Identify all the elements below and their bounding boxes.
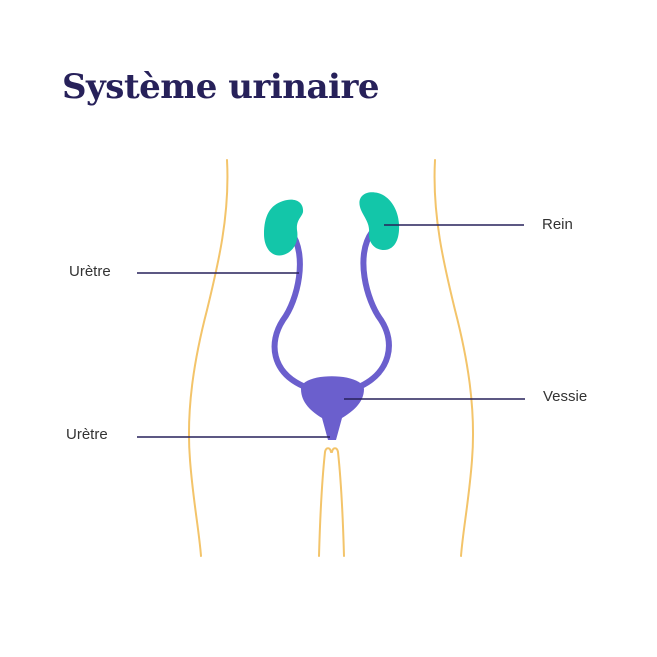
label-bladder: Vessie <box>543 388 587 405</box>
leg-outline-left <box>318 447 332 557</box>
leader-lines <box>137 224 525 438</box>
body-outline <box>187 159 475 557</box>
leg-outline-right <box>331 447 345 557</box>
urinary-tract <box>271 229 392 440</box>
kidneys <box>264 192 400 256</box>
label-urethra: Urètre <box>66 426 108 443</box>
body-outline-left <box>187 159 229 557</box>
label-kidney: Rein <box>542 216 573 233</box>
label-ureter: Urètre <box>69 263 111 280</box>
ureter-left <box>271 229 306 389</box>
kidney-right <box>359 192 400 250</box>
bladder <box>301 376 364 440</box>
page-title: Système urinaire <box>62 67 380 107</box>
ureter-right <box>358 229 392 389</box>
kidney-left <box>264 199 304 256</box>
body-outline-right <box>433 159 475 557</box>
